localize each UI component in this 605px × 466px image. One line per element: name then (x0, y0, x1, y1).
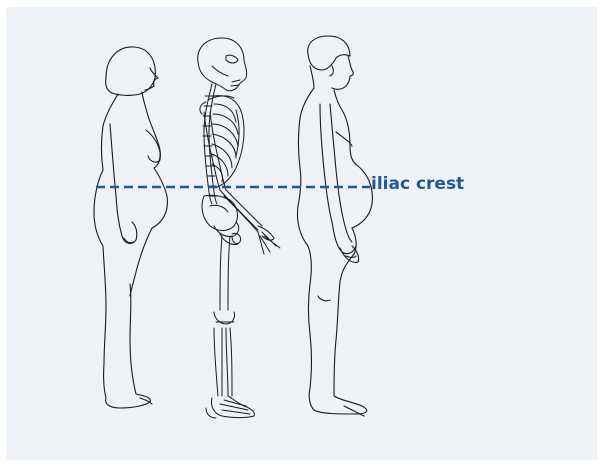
iliac-crest-label: iliac crest (371, 173, 464, 195)
man-silhouette (297, 36, 372, 416)
woman-silhouette (94, 47, 167, 408)
skeleton (198, 38, 280, 418)
